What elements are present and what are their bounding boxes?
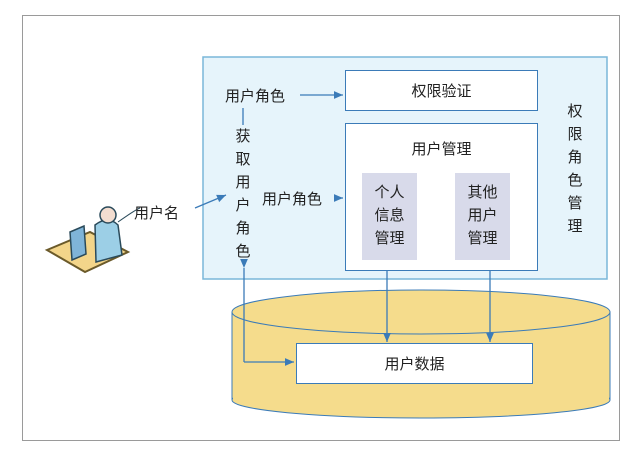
get-user-role-label: 获取用户角色 <box>235 127 251 260</box>
permission-check-label: 权限验证 <box>411 82 472 100</box>
user-role-top-label: 用户角色 <box>225 87 286 105</box>
other-user-mgmt-label: 其他用户管理 <box>467 183 498 247</box>
other-user-mgmt-box: 其他用户管理 <box>455 173 510 260</box>
user-data-box: 用户数据 <box>296 343 533 384</box>
personal-info-mgmt-box: 个人信息管理 <box>362 173 417 260</box>
outer-frame <box>22 15 620 441</box>
username-label: 用户名 <box>134 204 180 222</box>
personal-info-mgmt-label: 个人信息管理 <box>374 183 405 247</box>
permission-check-box: 权限验证 <box>345 70 538 111</box>
user-role-mid-label: 用户角色 <box>262 190 323 208</box>
user-at-computer-icon <box>44 206 141 274</box>
user-management-label: 用户管理 <box>411 140 472 158</box>
user-data-label: 用户数据 <box>384 355 445 373</box>
permission-role-mgmt-label: 权限角色管理 <box>567 102 583 235</box>
